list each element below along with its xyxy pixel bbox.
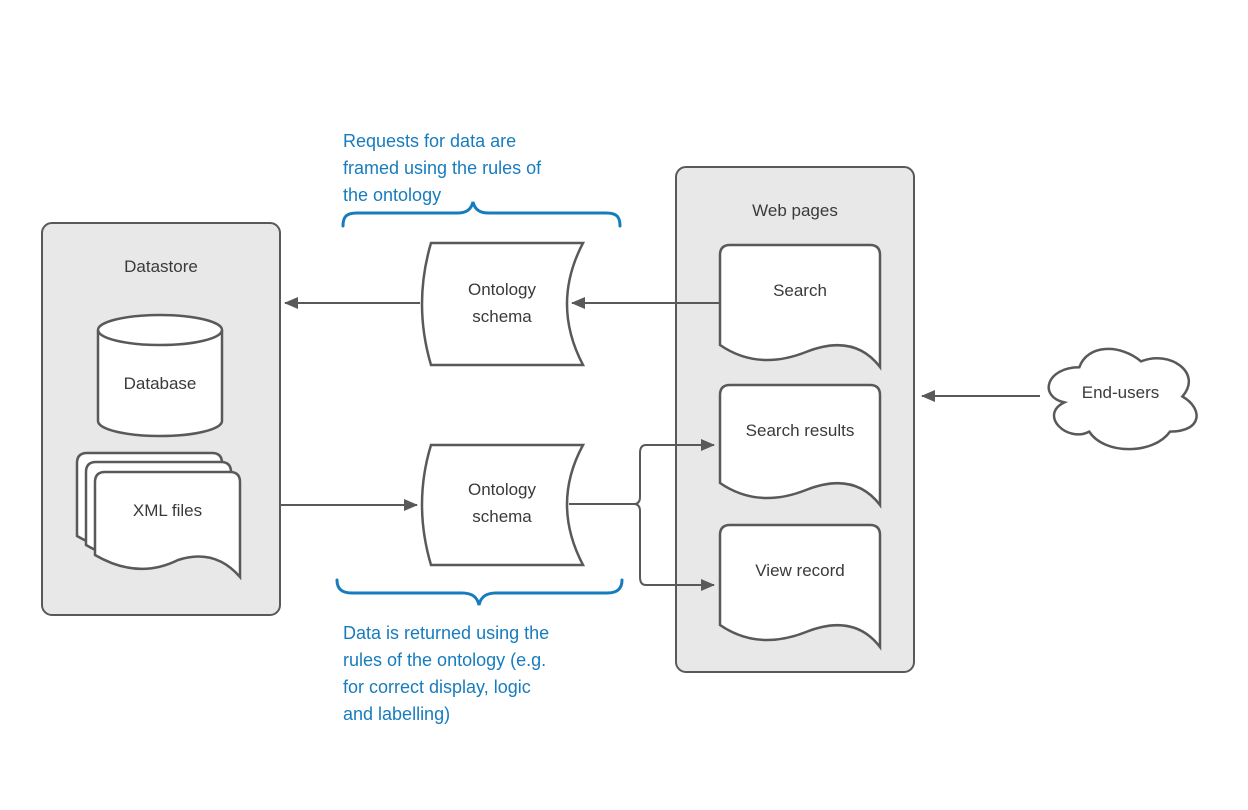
search-page-label: Search [773,281,827,300]
search-results-page-label: Search results [745,421,855,440]
brace-response-annotation [335,578,624,606]
request-annotation-text: Requests for data are framed using the r… [343,131,542,205]
arrow-ontology-to-view-record [633,503,715,591]
web-pages-title: Web pages [752,201,838,220]
end-users-cloud-shape [1047,347,1198,451]
xml-files-stack-shape [75,451,242,581]
end-users-label: End-users [1081,383,1160,402]
database-label: Database [123,374,197,393]
ontology-schema-bottom-label: Ontology schema [467,480,537,526]
brace-request-annotation [341,201,622,228]
search-page-shape [718,243,882,371]
xml-files-label: XML files [132,501,203,520]
search-results-page-shape [718,383,882,509]
arrow-ontology-to-search-results [633,439,715,505]
response-annotation-text: Data is returned using the rules of the … [343,623,550,724]
ontology-schema-bottom-shape [420,443,586,567]
view-record-page-label: View record [755,561,845,580]
database-cylinder-shape [96,313,224,438]
ontology-schema-top-label: Ontology schema [467,280,537,326]
ontology-schema-top-shape [420,241,586,367]
datastore-title: Datastore [124,257,198,276]
view-record-page-shape [718,523,882,651]
